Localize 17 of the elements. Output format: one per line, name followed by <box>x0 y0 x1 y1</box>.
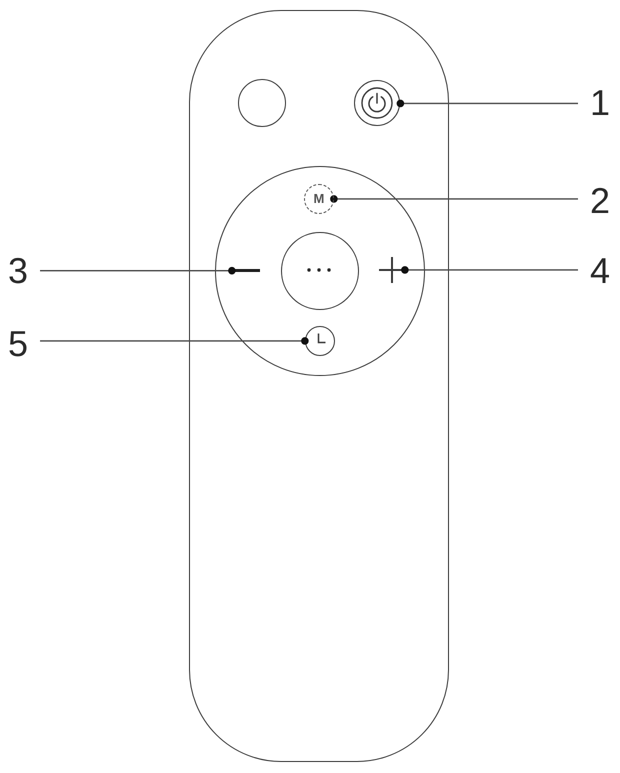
callout-number: 1 <box>590 85 610 121</box>
timer-button <box>304 326 335 356</box>
leader-line <box>401 266 578 274</box>
leader-line <box>330 195 578 203</box>
power-button <box>354 80 400 126</box>
leader-line <box>396 100 578 108</box>
callout-number: 2 <box>590 183 610 219</box>
callout-number: 5 <box>8 326 28 362</box>
center-button <box>280 232 359 310</box>
leader-line <box>40 266 236 274</box>
leader-line <box>40 337 309 345</box>
blank-button <box>238 79 286 128</box>
callout-number: 3 <box>8 253 28 289</box>
callout-number: 4 <box>590 253 610 289</box>
remote-control-body <box>189 10 449 762</box>
control-pad <box>215 166 426 376</box>
mode-button: M <box>304 184 334 214</box>
